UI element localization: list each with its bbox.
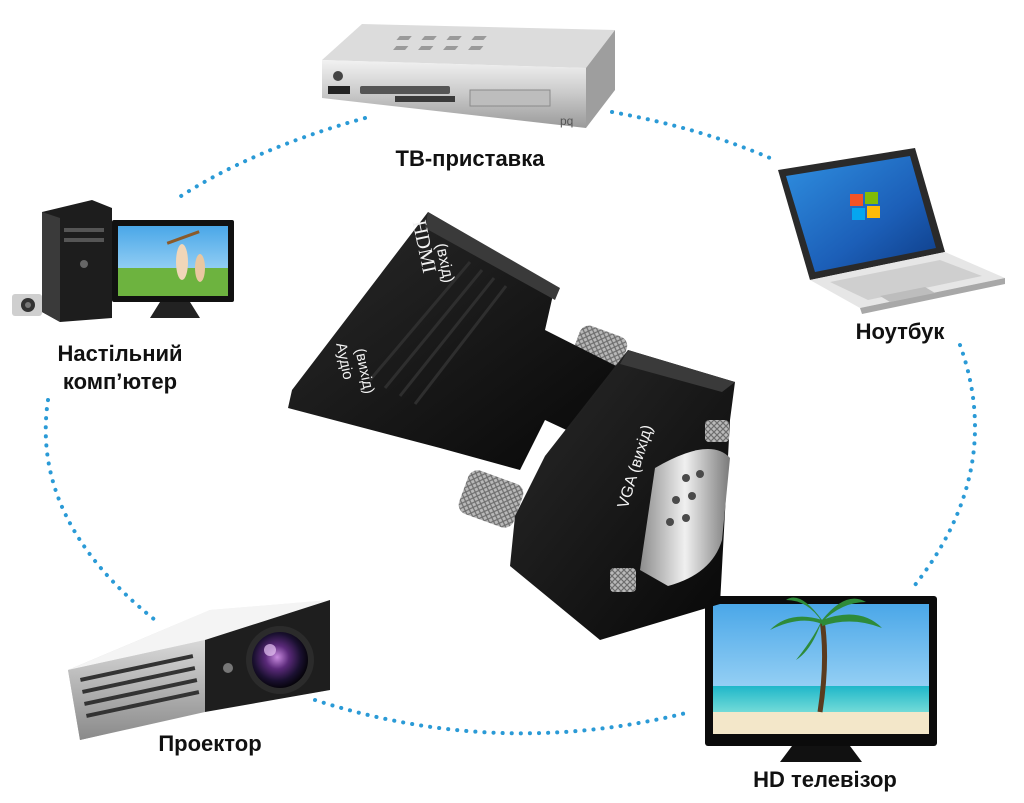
windows-logo-icon [850, 192, 880, 220]
desktop-label-line2: комп’ютер [62, 369, 178, 394]
hdmi-vga-adapter-image: HDMI (вхід) Аудіо (вихід) VGA (вихід) [288, 212, 735, 640]
desktop-computer-image [12, 200, 234, 322]
tv-box-label: ТВ-приставка [395, 146, 545, 171]
laptop-label: Ноутбук [855, 319, 945, 344]
tv-box-brand: pq [560, 114, 573, 128]
projector-label: Проектор [158, 731, 262, 756]
camera-icon [12, 294, 42, 316]
desktop-label: Настільний комп’ютер [35, 340, 205, 396]
dotted-connection-ring [43, 110, 977, 736]
desktop-label-line1: Настільний [57, 341, 183, 366]
tv-box-image: pq [322, 24, 615, 128]
hd-tv-label: HD телевізор [753, 767, 897, 792]
hd-tv-image [705, 596, 937, 762]
laptop-image [778, 148, 1005, 314]
projector-image [68, 600, 330, 740]
